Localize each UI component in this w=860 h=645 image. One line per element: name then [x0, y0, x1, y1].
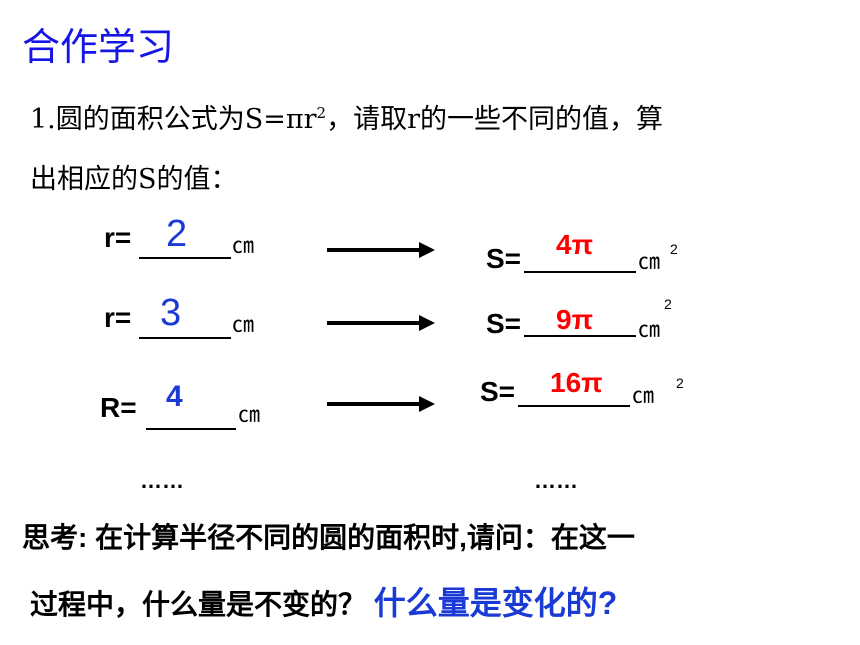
row3-s-value: 16π [550, 367, 603, 398]
row1-r-label: r= [104, 222, 132, 253]
row3-r-blank [146, 428, 236, 430]
ellipsis-right: …… [534, 468, 578, 493]
thinking-line-1: 思考: 在计算半径不同的圆的面积时,请问：在这一 [22, 522, 635, 553]
ellipsis-left: …… [140, 468, 184, 493]
row1-r-value: 2 [166, 213, 188, 255]
row2-s-unit: ㎝ [638, 318, 661, 343]
row3-s-blank [518, 405, 630, 407]
thinking-fixed-question: 过程中，什么量是不变的？ [30, 589, 367, 620]
row1-r-blank [139, 257, 231, 259]
thinking-changing-question: 什么量是变化的? [373, 585, 618, 621]
question-line-2: 出相应的S的值： [30, 164, 238, 195]
row3-s-unit: ㎝ [632, 384, 655, 409]
row1-s-value: 4π [556, 229, 594, 260]
question-suffix: ，请取r的一些不同的值，算 [326, 104, 663, 135]
row3-r-unit: ㎝ [238, 403, 261, 428]
row1-r-unit: ㎝ [232, 234, 255, 259]
row3-s-label: S= [480, 376, 516, 407]
row2-r-blank [139, 337, 231, 339]
row2-s-sup: 2 [664, 296, 672, 312]
row1-s-label: S= [486, 243, 522, 274]
row2-arrow-icon [327, 315, 435, 331]
row1-arrow-icon [327, 242, 435, 258]
row2-r-label: r= [104, 302, 132, 333]
row1-s-sup: 2 [670, 241, 678, 257]
row2-s-label: S= [486, 308, 522, 339]
row1-s-unit: ㎝ [638, 250, 661, 275]
row3-arrow-icon [327, 396, 435, 412]
row2-r-unit: ㎝ [232, 313, 255, 338]
row2-r-value: 3 [160, 292, 182, 334]
row3-r-label: R= [100, 392, 137, 423]
thinking-line-2: 过程中，什么量是不变的？ 什么量是变化的? [30, 578, 617, 624]
row3-s-sup: 2 [676, 375, 684, 391]
row2-s-blank [524, 335, 636, 337]
row1-s-blank [524, 271, 636, 273]
row2-s-value: 9π [556, 304, 594, 335]
question-line-1: 1.圆的面积公式为S=πr2，请取r的一些不同的值，算 [30, 97, 663, 136]
slide-title: 合作学习 [22, 25, 175, 69]
question-prefix: 1.圆的面积公式为S=πr [30, 104, 317, 135]
row3-r-value: 4 [166, 380, 183, 413]
question-superscript: 2 [316, 104, 327, 122]
